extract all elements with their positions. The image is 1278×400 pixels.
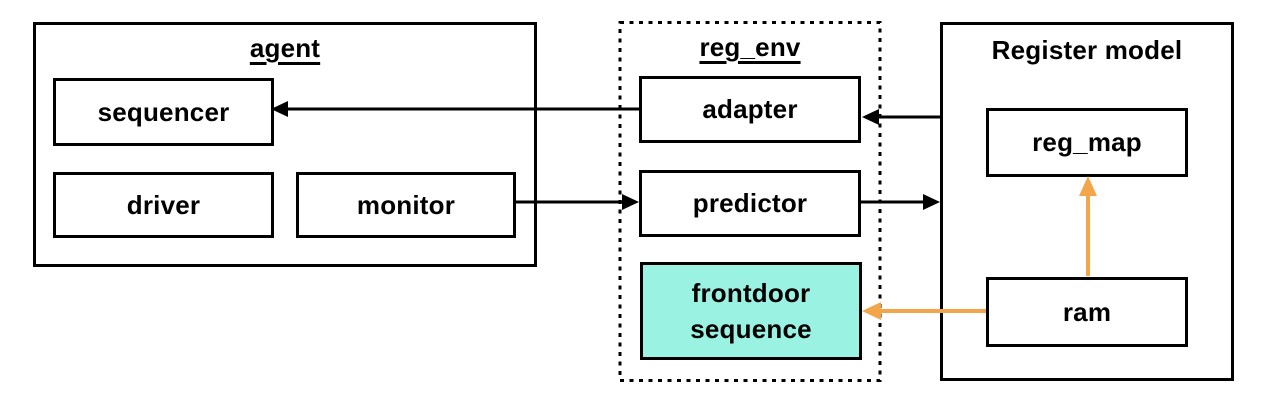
driver-box: driver [53,172,274,238]
ram-box: ram [986,277,1188,347]
reg-map-box: reg_map [986,108,1188,177]
agent-title: agent [249,33,321,63]
frontdoor-sequence-box: frontdoor sequence [640,262,862,360]
register-model-title: Register model [991,35,1183,65]
reg-env-group: reg_env adapter predictor frontdoor sequ… [618,20,882,382]
register-model-group: Register model reg_map ram [940,22,1234,381]
sequencer-box: sequencer [53,78,274,146]
adapter-box: adapter [639,76,861,143]
monitor-box: monitor [296,172,516,238]
predictor-box: predictor [639,170,861,237]
reg-env-title: reg_env [699,32,801,62]
agent-group: agent sequencer driver monitor [33,22,537,267]
